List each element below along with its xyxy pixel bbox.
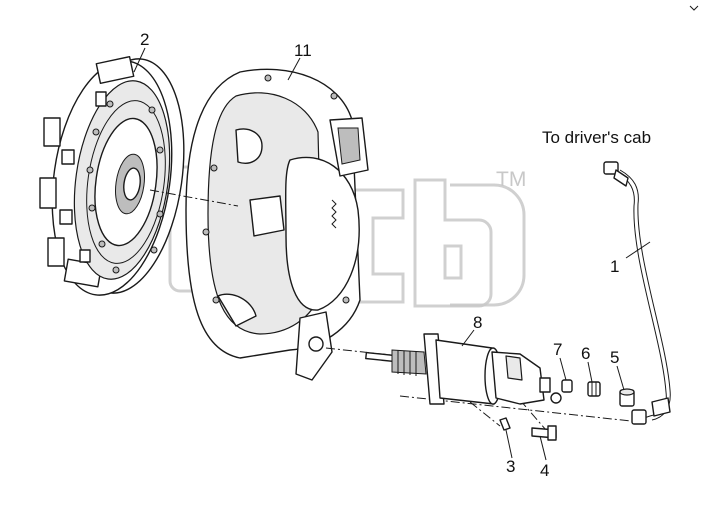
leader-1 bbox=[625, 241, 651, 259]
callout-3: 3 bbox=[506, 457, 515, 476]
leader-6 bbox=[587, 361, 593, 383]
pin-4-drawing bbox=[531, 425, 557, 441]
callout-7: 7 bbox=[553, 340, 562, 359]
leader-11 bbox=[287, 57, 301, 81]
callout-11: 11 bbox=[294, 41, 312, 60]
callout-2: 2 bbox=[140, 30, 149, 49]
clutch-housing-drawing bbox=[185, 68, 369, 381]
fitting-7-drawing bbox=[561, 379, 573, 393]
leader-8 bbox=[461, 329, 475, 347]
fitting-6-drawing bbox=[587, 381, 601, 397]
leader-3 bbox=[505, 429, 513, 459]
fitting-5-drawing bbox=[619, 388, 635, 407]
leader-2 bbox=[133, 47, 146, 73]
leader-4 bbox=[539, 435, 547, 461]
callout-5: 5 bbox=[610, 348, 619, 367]
corner-mark-icon bbox=[689, 5, 699, 11]
release-cylinder-drawing bbox=[365, 333, 562, 405]
axis-line-clip bbox=[469, 401, 501, 427]
axis-line-plate bbox=[149, 189, 239, 207]
caption-to-drivers-cab: To driver's cab bbox=[542, 128, 651, 147]
callout-1: 1 bbox=[610, 257, 619, 276]
callout-4: 4 bbox=[540, 461, 549, 480]
leader-7 bbox=[559, 357, 567, 381]
clutch-pressure-plate-drawing bbox=[39, 55, 185, 296]
callout-8: 8 bbox=[473, 313, 482, 332]
axis-line-pin bbox=[519, 399, 547, 431]
leader-5 bbox=[616, 365, 625, 391]
watermark-tm-mark: TM bbox=[496, 168, 526, 191]
clip-3-drawing bbox=[499, 417, 511, 431]
callout-6: 6 bbox=[581, 344, 590, 363]
hydraulic-line-drawing bbox=[603, 161, 671, 425]
